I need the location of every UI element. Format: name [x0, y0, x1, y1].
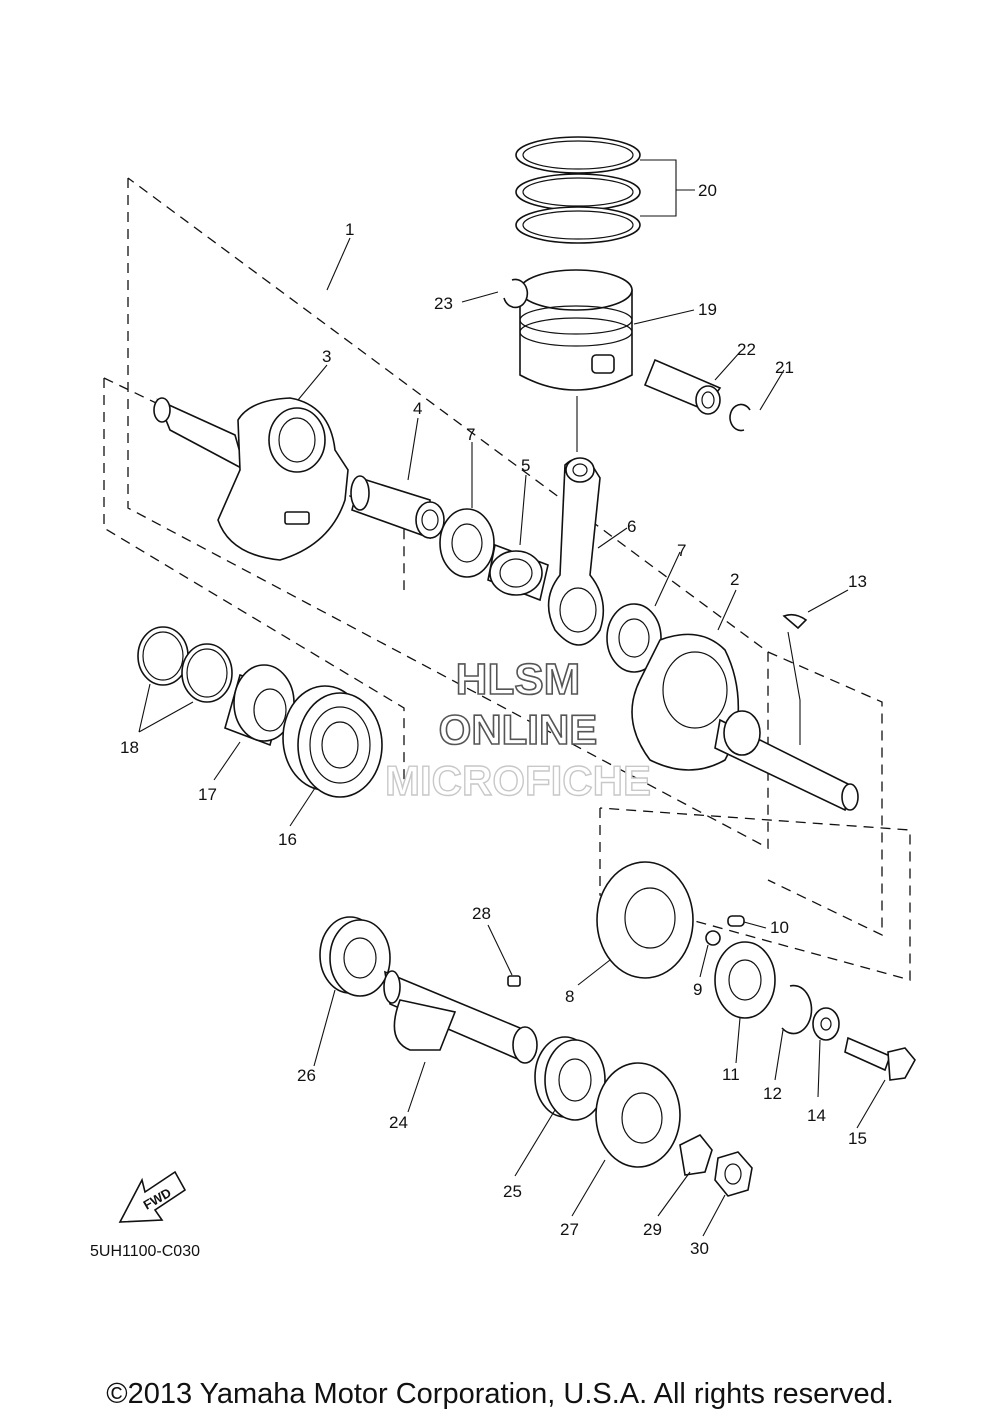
callout-2: 2 [730, 570, 739, 589]
callout-1: 1 [345, 220, 354, 239]
crank-right [631, 633, 859, 812]
callout-30: 30 [690, 1239, 709, 1258]
watermark-line1: HLSM [456, 655, 581, 704]
callout-11: 11 [722, 1065, 740, 1084]
washer [812, 1007, 840, 1041]
lock-washer-and-nut [679, 1133, 753, 1197]
spring-and-pin [705, 915, 745, 946]
watermark-line3: MICROFICHE [385, 757, 651, 804]
watermark: HLSM ONLINE MICROFICHE [384, 654, 651, 805]
bolt [844, 1036, 916, 1081]
piston-pin [643, 358, 722, 415]
callout-16: 16 [278, 830, 297, 849]
callout-27: 27 [560, 1220, 579, 1239]
callout-17: 17 [198, 785, 217, 804]
callout-23: 23 [434, 294, 453, 313]
drive-gear [596, 861, 694, 979]
callout-7a: 7 [466, 425, 475, 444]
callout-3: 3 [322, 347, 331, 366]
gear-plate [714, 941, 776, 1019]
callout-9: 9 [693, 980, 702, 999]
watermark-line2: ONLINE [439, 706, 598, 753]
drawing-code: 5UH1100-C030 [90, 1243, 200, 1260]
callout-21: 21 [775, 358, 794, 377]
o-rings [137, 626, 233, 703]
callout-13: 13 [848, 572, 867, 591]
callout-6: 6 [627, 517, 636, 536]
callout-7b: 7 [677, 541, 686, 560]
callout-28: 28 [472, 904, 491, 923]
crank-left [153, 397, 349, 561]
callout-12: 12 [763, 1084, 782, 1103]
callout-5: 5 [521, 456, 530, 475]
callout-10: 10 [770, 918, 789, 937]
callout-29: 29 [643, 1220, 662, 1239]
circlip-12 [781, 984, 813, 1035]
callout-4: 4 [413, 399, 422, 418]
connecting-rod [547, 396, 605, 646]
callout-14: 14 [807, 1106, 826, 1125]
circlips [503, 278, 751, 432]
balancer-bearing-left [319, 916, 391, 997]
main-bearing [282, 685, 383, 798]
needle-bearing [487, 543, 549, 602]
callout-8: 8 [565, 987, 574, 1006]
crank-pin [350, 475, 445, 540]
forward-arrow-icon: FWD [118, 1170, 187, 1223]
callout-18: 18 [120, 738, 139, 757]
callout-numbers: 1 2 3 4 5 6 7 7 8 9 10 11 12 13 14 15 16… [120, 181, 867, 1258]
copyright-notice: ©2013 Yamaha Motor Corporation, U.S.A. A… [106, 1378, 894, 1410]
piston [519, 269, 633, 391]
callout-25: 25 [503, 1182, 522, 1201]
piston-rings [515, 136, 641, 244]
oil-seal [224, 664, 295, 747]
woodruff-key [782, 613, 808, 630]
callout-22: 22 [737, 340, 756, 359]
callout-19: 19 [698, 300, 717, 319]
callout-26: 26 [297, 1066, 316, 1085]
balancer-shaft [383, 970, 538, 1064]
thrust-washers [439, 508, 662, 673]
callout-20: 20 [698, 181, 717, 200]
balancer-bearing-right [534, 1036, 606, 1121]
callout-24: 24 [389, 1113, 408, 1132]
driven-gear [595, 1062, 681, 1168]
leader-lines [138, 159, 886, 1237]
callout-15: 15 [848, 1129, 867, 1148]
